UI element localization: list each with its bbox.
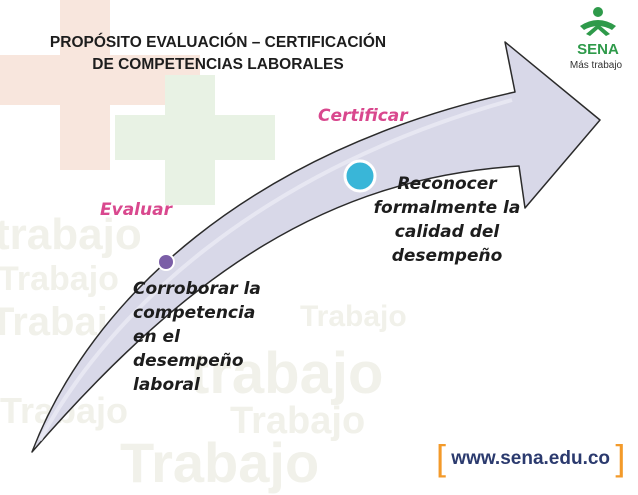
background-word: Trabajo (0, 260, 119, 298)
description-line: Corroborar la (133, 279, 261, 299)
url-text[interactable]: www.sena.edu.co (451, 448, 611, 469)
description-line: laboral (133, 375, 200, 395)
description-line: desempeño (133, 351, 244, 371)
background-word: trabajo (190, 341, 384, 406)
background-word: Trabajo (230, 400, 366, 442)
description-line: desempeño (391, 246, 503, 266)
sena-logo: SENA (577, 7, 619, 58)
logo-name: SENA (577, 41, 619, 58)
background-decoration (0, 0, 275, 205)
stage-label-evaluar: Evaluar (100, 200, 172, 220)
evaluar-description: Corroborar la competencia en el desempeñ… (133, 277, 261, 397)
logo-tagline: Más trabajo (569, 60, 623, 71)
description-line: competencia (133, 303, 256, 323)
description-line: calidad del (394, 222, 500, 242)
certificar-marker-dot (343, 159, 377, 193)
process-arrow (31, 41, 601, 453)
description-line: Reconocer (397, 174, 497, 194)
bracket-open: [ (436, 437, 447, 478)
description-line: en el (133, 327, 180, 347)
description-line: formalmente la (373, 198, 521, 218)
background-cross-green-bar (115, 115, 275, 160)
bracket-close: ] (615, 437, 626, 478)
stage-label-certificar: Certificar (318, 106, 408, 126)
logo-head (593, 7, 603, 17)
title-line-2: DE COMPETENCIAS LABORALES (92, 56, 344, 73)
website-url[interactable]: [ www.sena.edu.co ] (436, 437, 625, 479)
background-word: trabajo (0, 210, 142, 259)
page-title: PROPÓSITO EVALUACIÓN – CERTIFICACIÓN DE … (18, 32, 418, 76)
evaluar-marker-dot (157, 253, 175, 271)
curved-arrow-shape (31, 41, 601, 453)
arrow-highlight (38, 98, 513, 441)
title-line-1: PROPÓSITO EVALUACIÓN – CERTIFICACIÓN (49, 34, 387, 51)
logo-figure-arms (586, 24, 610, 36)
background-word: Trabajo (300, 300, 407, 333)
certificar-description: Reconocer formalmente la calidad del des… (362, 172, 532, 268)
